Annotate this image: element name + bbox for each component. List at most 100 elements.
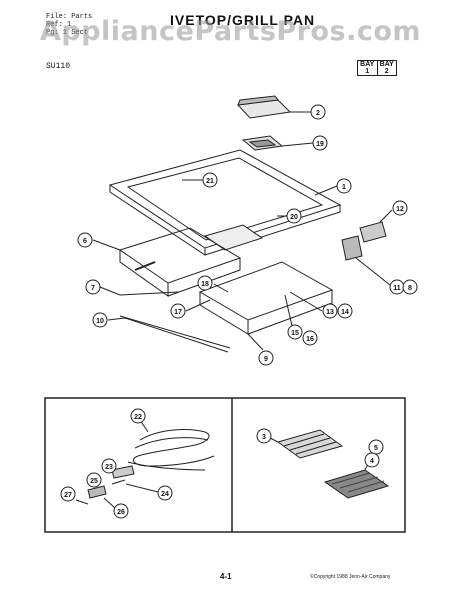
- callout-12: 12: [396, 206, 404, 213]
- callout-16-circle: [302, 330, 318, 346]
- bay-1-top: BAY: [360, 61, 375, 68]
- callout-20: 20: [290, 214, 298, 221]
- callout-25: 25: [90, 478, 98, 485]
- callout-21-circle: [202, 172, 218, 188]
- leader-3: [269, 437, 279, 443]
- part-24-clip: [111, 479, 126, 485]
- part-9-pan: [198, 261, 334, 321]
- leader-9: [247, 333, 264, 351]
- part-6-pan-right: [167, 258, 241, 297]
- callout-2-circle: [310, 104, 326, 120]
- part-10-element-2: [124, 317, 229, 353]
- leader-1: [314, 185, 338, 196]
- callout-13-circle: [322, 303, 338, 319]
- header-file-line: File: Parts: [46, 13, 93, 21]
- callout-20-circle: [286, 208, 302, 224]
- callout-27: 27: [64, 492, 72, 499]
- callout-13: 13: [326, 309, 334, 316]
- callout-26: 26: [117, 509, 125, 516]
- callout-23: 23: [105, 464, 113, 471]
- callout-7: 7: [91, 285, 95, 292]
- leader-17: [185, 299, 211, 312]
- header-date-line: Pg: 1 Sect: [46, 29, 89, 37]
- leader-10: [107, 317, 126, 321]
- bay-2-top: BAY: [379, 61, 394, 68]
- leader-18: [213, 283, 229, 293]
- element-coil-3: [127, 461, 206, 471]
- heating-element-drawing: [75, 419, 215, 509]
- leader-15: [284, 294, 293, 327]
- callout-15-circle: [287, 324, 303, 340]
- callout-4: 4: [370, 458, 374, 465]
- element-coil-1: [132, 429, 215, 467]
- watermark: AppliancePartsPros.com: [40, 16, 422, 47]
- callout-26-circle: [113, 503, 129, 519]
- callout-9-circle: [258, 350, 274, 366]
- callout-circles: [77, 104, 418, 366]
- callout-27-circle: [60, 486, 76, 502]
- part-7-rod: [119, 291, 179, 296]
- part-3-grate-bars: [283, 433, 337, 455]
- callout-25-circle: [86, 472, 102, 488]
- callout-15: 15: [291, 330, 299, 337]
- page-title: IVETOP/GRILL PAN: [170, 12, 316, 28]
- page-number: 4-1: [220, 572, 232, 581]
- callout-10: 10: [96, 318, 104, 325]
- callout-2: 2: [316, 110, 320, 117]
- part-19-slot: [248, 139, 277, 148]
- model-number: SU110: [46, 62, 71, 71]
- callout-circles-detail: [60, 408, 384, 519]
- callout-8: 8: [408, 285, 412, 292]
- part-9-pan-right: [247, 290, 333, 335]
- callout-labels-main: 2 19 21 1 20 12 6 11 8 7 18 17 13 14 15 …: [83, 110, 412, 363]
- callout-1: 1: [342, 184, 346, 191]
- callout-4-circle: [364, 452, 380, 468]
- callout-22: 22: [134, 414, 142, 421]
- part-12-bracket: [359, 221, 387, 243]
- callout-14: 14: [341, 309, 349, 316]
- part-6-pan-left: [119, 250, 169, 297]
- leader-7: [99, 286, 121, 296]
- callout-21: 21: [206, 178, 214, 185]
- callout-24: 24: [161, 491, 169, 498]
- part-1-frame-inner: [126, 157, 324, 241]
- callout-16: 16: [306, 336, 314, 343]
- callout-19-circle: [312, 135, 328, 151]
- bay-1: BAY 1: [357, 60, 378, 76]
- part-10-element: [119, 315, 231, 349]
- callout-24-circle: [157, 485, 173, 501]
- callout-3-circle: [256, 428, 272, 444]
- part-27-screw: [75, 499, 89, 505]
- part-1-insert: [203, 224, 264, 251]
- callout-18: 18: [201, 281, 209, 288]
- part-1-edge-left: [109, 185, 206, 256]
- callout-1-circle: [336, 178, 352, 194]
- callout-17-circle: [170, 303, 186, 319]
- copyright-notice: ©Copyright 1988 Jenn-Air Company: [310, 574, 391, 580]
- callout-6-circle: [77, 232, 93, 248]
- leader-26: [103, 497, 116, 509]
- callout-9: 9: [264, 356, 268, 363]
- callout-labels-detail: 22 23 25 24 27 26 5 4 3: [64, 414, 378, 516]
- leader-11: [355, 257, 391, 286]
- callout-6: 6: [83, 238, 87, 245]
- callout-17: 17: [174, 309, 182, 316]
- element-coil-2: [134, 437, 209, 449]
- leader-12: [379, 209, 393, 223]
- bay-2: BAY 2: [377, 60, 397, 76]
- callout-8-circle: [402, 279, 418, 295]
- part-11-switch: [341, 235, 363, 261]
- callout-3: 3: [262, 434, 266, 441]
- callout-18-circle: [197, 275, 213, 291]
- callout-10-circle: [92, 312, 108, 328]
- part-23-bracket: [111, 465, 135, 479]
- callout-19: 19: [316, 141, 324, 148]
- callout-11: 11: [393, 285, 401, 292]
- callout-14-circle: [337, 303, 353, 319]
- callout-23-circle: [101, 458, 117, 474]
- part-6-handle: [134, 261, 156, 271]
- bay-2-bottom: 2: [384, 68, 389, 75]
- bay-box: BAY 1 BAY 2: [357, 60, 397, 76]
- part-25-block: [87, 485, 107, 499]
